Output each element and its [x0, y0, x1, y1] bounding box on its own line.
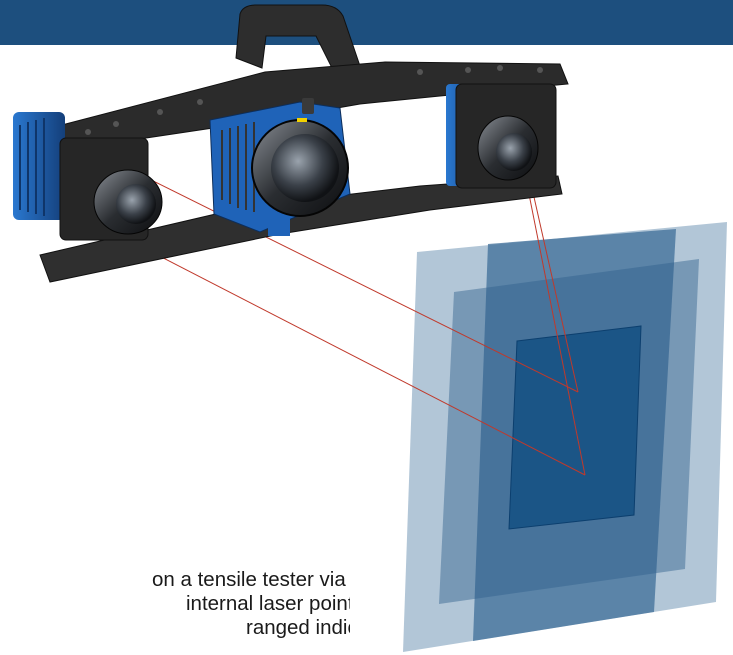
description-line-3: ranged indicate the nominal — [246, 616, 350, 639]
projector-base-blue — [268, 216, 290, 236]
yellow-marker — [297, 118, 307, 122]
description-text: on a tensile tester via an internal lase… — [0, 568, 350, 640]
field-plane-inner — [508, 325, 642, 530]
left-camera-lens-glass — [116, 184, 156, 224]
projector-lens-glass — [271, 134, 339, 202]
measurement-volume — [403, 222, 727, 652]
projector-knob — [302, 98, 314, 114]
stereo-camera — [13, 4, 569, 283]
description-line-2: internal laser pointers per — [186, 592, 350, 615]
left-camera-heatsink — [13, 112, 65, 220]
mounting-holes — [85, 65, 543, 135]
header-bar — [0, 0, 733, 45]
description-line-1: on a tensile tester via an — [152, 568, 350, 591]
laser-line-left-upper — [114, 161, 579, 393]
laser-line-right-lower — [519, 148, 586, 476]
laser-line-left-lower — [139, 245, 586, 476]
right-camera-lens-glass — [496, 133, 532, 171]
